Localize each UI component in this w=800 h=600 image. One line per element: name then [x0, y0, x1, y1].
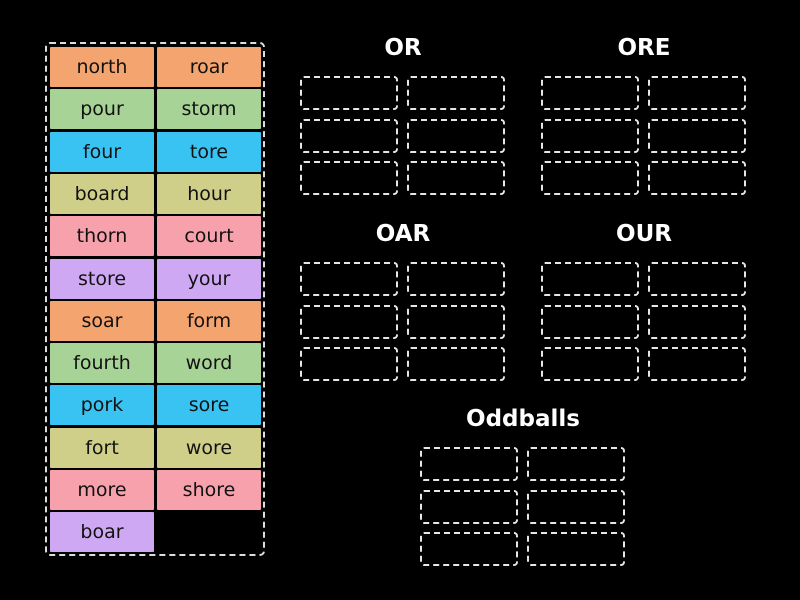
group-title-ore: ORE [617, 35, 671, 61]
word-tile-word[interactable]: word [157, 343, 261, 384]
drop-slot-oar[interactable] [407, 262, 505, 296]
drop-slot-oar[interactable] [407, 304, 505, 339]
word-tile-roar[interactable]: roar [157, 47, 261, 87]
drop-slot-or[interactable] [300, 161, 398, 195]
word-tile-court[interactable]: court [157, 216, 261, 257]
word-tile-your[interactable]: your [157, 258, 261, 299]
word-tile-fort[interactable]: fort [50, 427, 154, 468]
word-tile-tore[interactable]: tore [157, 131, 261, 172]
drop-slot-oar[interactable] [407, 347, 505, 381]
drop-slot-ore[interactable] [541, 161, 639, 195]
drop-slot-or[interactable] [407, 118, 505, 153]
drop-slot-oddballs[interactable] [420, 447, 518, 481]
word-tile-store[interactable]: store [50, 258, 154, 299]
drop-slot-or[interactable] [407, 76, 505, 110]
drop-slot-ore[interactable] [541, 76, 639, 110]
drop-slot-oddballs[interactable] [527, 532, 625, 566]
drop-slot-oddballs[interactable] [420, 532, 518, 566]
drop-slot-our[interactable] [648, 262, 746, 296]
group-title-oddballs: Oddballs [466, 406, 580, 432]
drop-slot-ore[interactable] [648, 118, 746, 153]
drop-slot-our[interactable] [648, 347, 746, 381]
drop-slot-ore[interactable] [541, 118, 639, 153]
word-tile-four[interactable]: four [50, 131, 154, 172]
word-tile-shore[interactable]: shore [157, 470, 261, 510]
drop-slot-or[interactable] [300, 76, 398, 110]
drop-slot-oar[interactable] [300, 262, 398, 296]
drop-slot-ore[interactable] [648, 161, 746, 195]
word-tile-pour[interactable]: pour [50, 89, 154, 130]
drop-slot-our[interactable] [541, 304, 639, 339]
drop-slot-oddballs[interactable] [527, 489, 625, 524]
word-tile-board[interactable]: board [50, 173, 154, 214]
word-tile-wore[interactable]: wore [157, 427, 261, 468]
word-tile-boar[interactable]: boar [50, 512, 154, 553]
drop-slot-oddballs[interactable] [420, 489, 518, 524]
word-tile-north[interactable]: north [50, 47, 154, 87]
word-tile-more[interactable]: more [50, 470, 154, 510]
word-tile-fourth[interactable]: fourth [50, 343, 154, 384]
word-tile-form[interactable]: form [157, 300, 261, 341]
word-tile-thorn[interactable]: thorn [50, 216, 154, 257]
drop-slot-oar[interactable] [300, 347, 398, 381]
drop-slot-oar[interactable] [300, 304, 398, 339]
group-title-or: OR [384, 35, 422, 61]
drop-slot-our[interactable] [648, 304, 746, 339]
drop-slot-or[interactable] [300, 118, 398, 153]
word-tile-storm[interactable]: storm [157, 89, 261, 130]
word-bank[interactable] [45, 42, 265, 556]
word-tile-hour[interactable]: hour [157, 173, 261, 214]
drop-slot-oddballs[interactable] [527, 447, 625, 481]
word-tile-pork[interactable]: pork [50, 385, 154, 426]
drop-slot-ore[interactable] [648, 76, 746, 110]
group-title-oar: OAR [375, 221, 431, 247]
word-tile-soar[interactable]: soar [50, 300, 154, 341]
drop-slot-or[interactable] [407, 161, 505, 195]
group-title-our: OUR [616, 221, 672, 247]
drop-slot-our[interactable] [541, 262, 639, 296]
word-tile-sore[interactable]: sore [157, 385, 261, 426]
drop-slot-our[interactable] [541, 347, 639, 381]
